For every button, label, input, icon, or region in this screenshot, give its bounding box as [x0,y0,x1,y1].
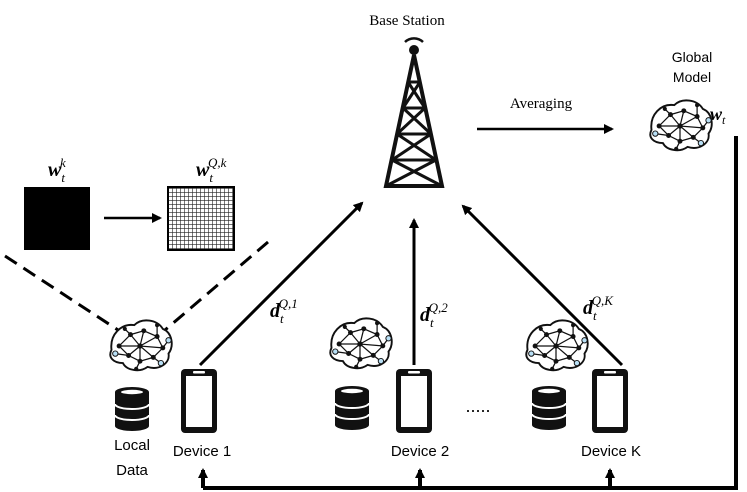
local-data-label-line1: Local [114,437,150,454]
update-label-device-k: dtQ,K [583,293,614,323]
zoom-dashed-line-left [4,254,119,332]
update-label-device-1: dtQ,1 [270,296,298,326]
local-data-database-icon-1 [114,386,150,432]
quantized-weight-label: wtQ,k [196,155,227,185]
local-data-label-line2: Data [116,462,148,479]
device-1-phone-icon [181,369,217,433]
device-2-phone-icon [396,369,432,433]
device-k-phone-icon [592,369,628,433]
local-data-database-icon-k [531,385,567,431]
global-model-label-line2: Model [673,69,711,85]
local-weight-matrix [24,187,90,250]
averaging-label: Averaging [510,96,573,112]
upload-arrow-device-k [461,204,624,367]
upload-arrow-device-1 [198,201,364,367]
device-1-label: Device 1 [173,443,231,460]
update-label-device-2: dtQ,2 [420,300,448,330]
local-data-database-icon-2 [334,385,370,431]
zoom-dashed-line-right [164,240,269,332]
base-station-label: Base Station [369,13,445,29]
local-model-brain-icon-k [525,319,589,372]
local-model-brain-icon-1 [109,319,173,372]
device-2-label: Device 2 [391,443,449,460]
global-weight-label: wt [710,104,726,127]
quantized-weight-matrix [167,186,235,251]
base-station-tower-icon [383,37,445,188]
global-model-label-line1: Global [672,49,712,65]
local-weight-label: wtk [48,155,66,185]
global-model-broadcast-line [203,136,738,490]
local-model-brain-icon-2 [329,317,393,370]
device-k-label: Device K [581,443,641,460]
global-model-brain-icon [649,99,713,152]
device-ellipsis: ..... [465,396,490,416]
